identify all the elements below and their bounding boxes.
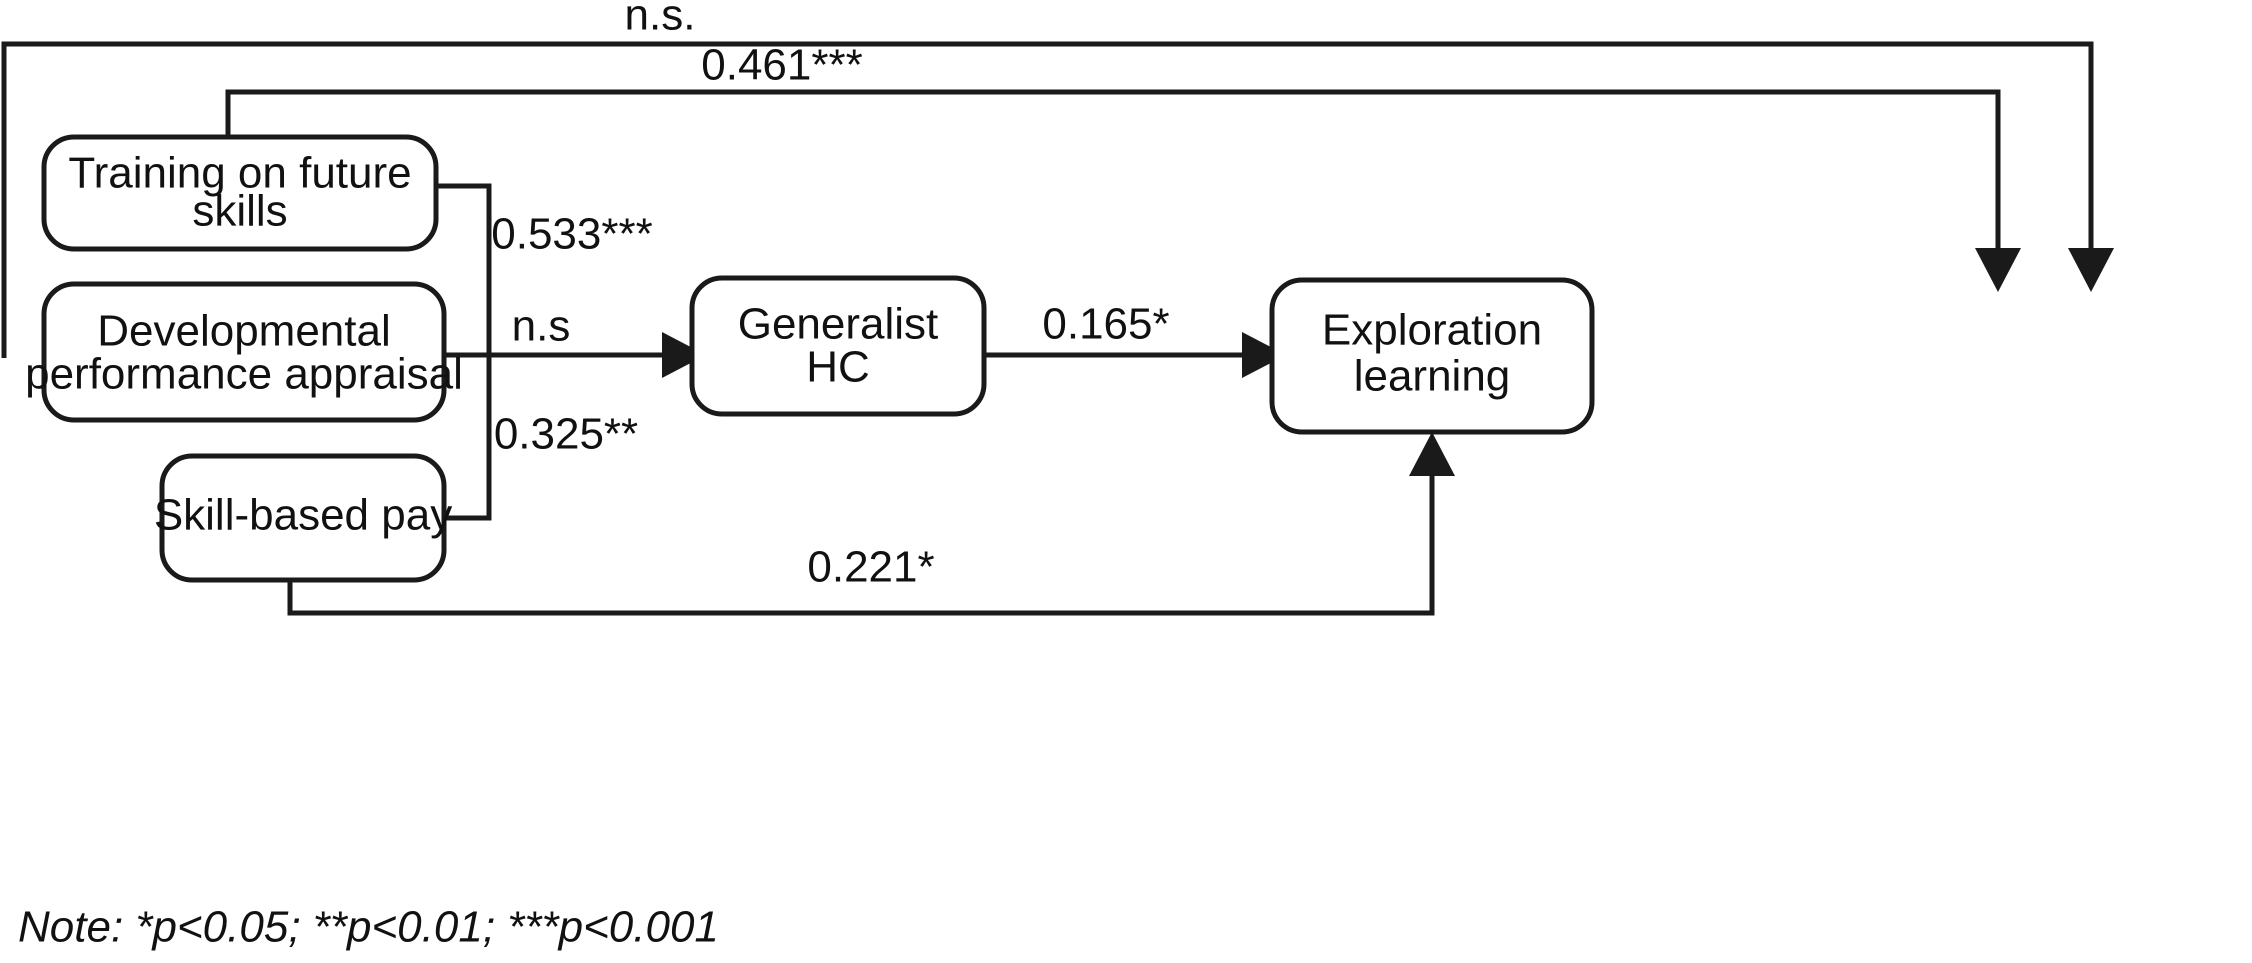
node-label-line1: Generalist <box>738 300 939 349</box>
edge-training-to-exploration <box>225 89 2021 292</box>
edge-pay-to-generalist <box>444 355 492 521</box>
node-exploration-learning[interactable]: Exploration learning <box>1269 277 1595 435</box>
arrowhead-icon <box>2068 248 2114 292</box>
node-box[interactable] <box>41 134 439 252</box>
node-training[interactable]: Training on future skills <box>41 134 439 252</box>
edge-training-to-generalist <box>436 183 492 355</box>
node-label-line1: Exploration <box>1322 306 1542 355</box>
edge-label-training-to-exploration: 0.461*** <box>701 41 862 90</box>
edge-generalist-to-exploration <box>984 332 1286 378</box>
node-skill-based-pay[interactable]: Skill-based pay <box>154 453 452 583</box>
node-box[interactable] <box>41 281 447 423</box>
node-label-line2: learning <box>1354 352 1511 401</box>
node-appraisal[interactable]: Developmental performance appraisal <box>25 281 463 423</box>
edge-pay-to-exploration <box>287 432 1455 616</box>
arrowhead-icon <box>1975 248 2021 292</box>
node-generalist-hc[interactable]: Generalist HC <box>689 275 987 417</box>
edge-label-appraisal-to-exploration: n.s. <box>625 0 696 40</box>
arrowhead-icon <box>662 332 706 378</box>
node-label-line2: HC <box>806 343 870 392</box>
edge-line <box>444 355 492 521</box>
edge-label-generalist-to-exploration: 0.165* <box>1042 300 1169 349</box>
edge-label-appraisal-to-generalist: n.s <box>512 302 571 351</box>
node-box[interactable] <box>1269 277 1595 435</box>
node-label-line2: performance appraisal <box>25 350 463 399</box>
node-label-line1: Skill-based pay <box>154 491 452 540</box>
edge-line <box>225 89 2001 258</box>
node-box[interactable] <box>159 453 447 583</box>
edge-line <box>436 183 492 355</box>
arrowhead-icon <box>1242 332 1286 378</box>
node-box[interactable] <box>689 275 987 417</box>
edge-label-training-to-generalist: 0.533*** <box>491 210 652 259</box>
arrowhead-icon <box>1409 432 1455 476</box>
node-label-line2: skills <box>192 187 287 236</box>
node-label-line1: Training on future <box>68 149 411 198</box>
edge-label-pay-to-generalist: 0.325** <box>494 410 638 459</box>
edge-label-pay-to-exploration: 0.221* <box>807 543 934 592</box>
edge-appraisal-to-generalist <box>444 332 706 378</box>
edge-line <box>287 466 1435 616</box>
significance-note: Note: *p<0.05; **p<0.01; ***p<0.001 <box>18 903 719 952</box>
node-label-line1: Developmental <box>97 307 391 356</box>
edge-line <box>1 41 2094 358</box>
edge-appraisal-to-exploration <box>1 41 2114 358</box>
